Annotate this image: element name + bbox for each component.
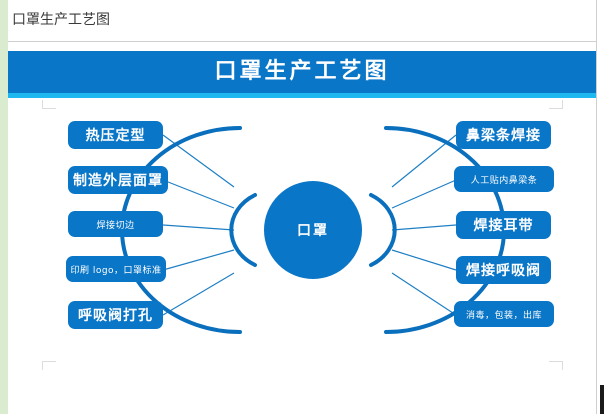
- vertical-scrollbar-thumb[interactable]: [600, 385, 604, 414]
- crop-mark-bottom-right: [549, 361, 563, 370]
- crop-mark-bottom-left: [42, 361, 56, 370]
- process-node-left-2[interactable]: 制造外层面罩: [68, 166, 168, 194]
- slide-banner: [8, 51, 596, 93]
- process-node-left-3[interactable]: 焊接切边: [68, 211, 163, 237]
- process-diagram: 口罩 热压定型 制造外层面罩 焊接切边 印刷 logo，口罩标准 呼吸阀打孔 鼻…: [8, 98, 596, 388]
- process-node-right-4[interactable]: 焊接呼吸阀: [456, 256, 551, 284]
- slide-canvas: 口罩生产工艺图: [8, 43, 596, 388]
- process-node-right-3[interactable]: 焊接耳带: [456, 211, 551, 239]
- process-node-right-2[interactable]: 人工贴内鼻梁条: [454, 166, 554, 192]
- slide-banner-underline: [8, 93, 596, 98]
- document-titlebar: 口罩生产工艺图: [8, 0, 597, 42]
- process-node-left-5[interactable]: 呼吸阀打孔: [68, 301, 163, 329]
- content-right-border: [596, 0, 597, 414]
- left-rail: [0, 0, 8, 414]
- process-node-left-4[interactable]: 印刷 logo，口罩标准: [66, 256, 166, 282]
- crop-mark-top-right: [549, 100, 563, 109]
- diagram-center-label: 口罩: [297, 223, 329, 239]
- diagram-center-node[interactable]: 口罩: [264, 181, 362, 279]
- crop-mark-top-left: [42, 100, 56, 109]
- process-node-right-1[interactable]: 鼻梁条焊接: [456, 121, 551, 149]
- slide-banner-title: 口罩生产工艺图: [214, 59, 390, 84]
- process-node-right-5[interactable]: 消毒，包装，出库: [454, 301, 554, 327]
- document-title: 口罩生产工艺图: [12, 12, 110, 28]
- process-node-left-1[interactable]: 热压定型: [68, 121, 163, 149]
